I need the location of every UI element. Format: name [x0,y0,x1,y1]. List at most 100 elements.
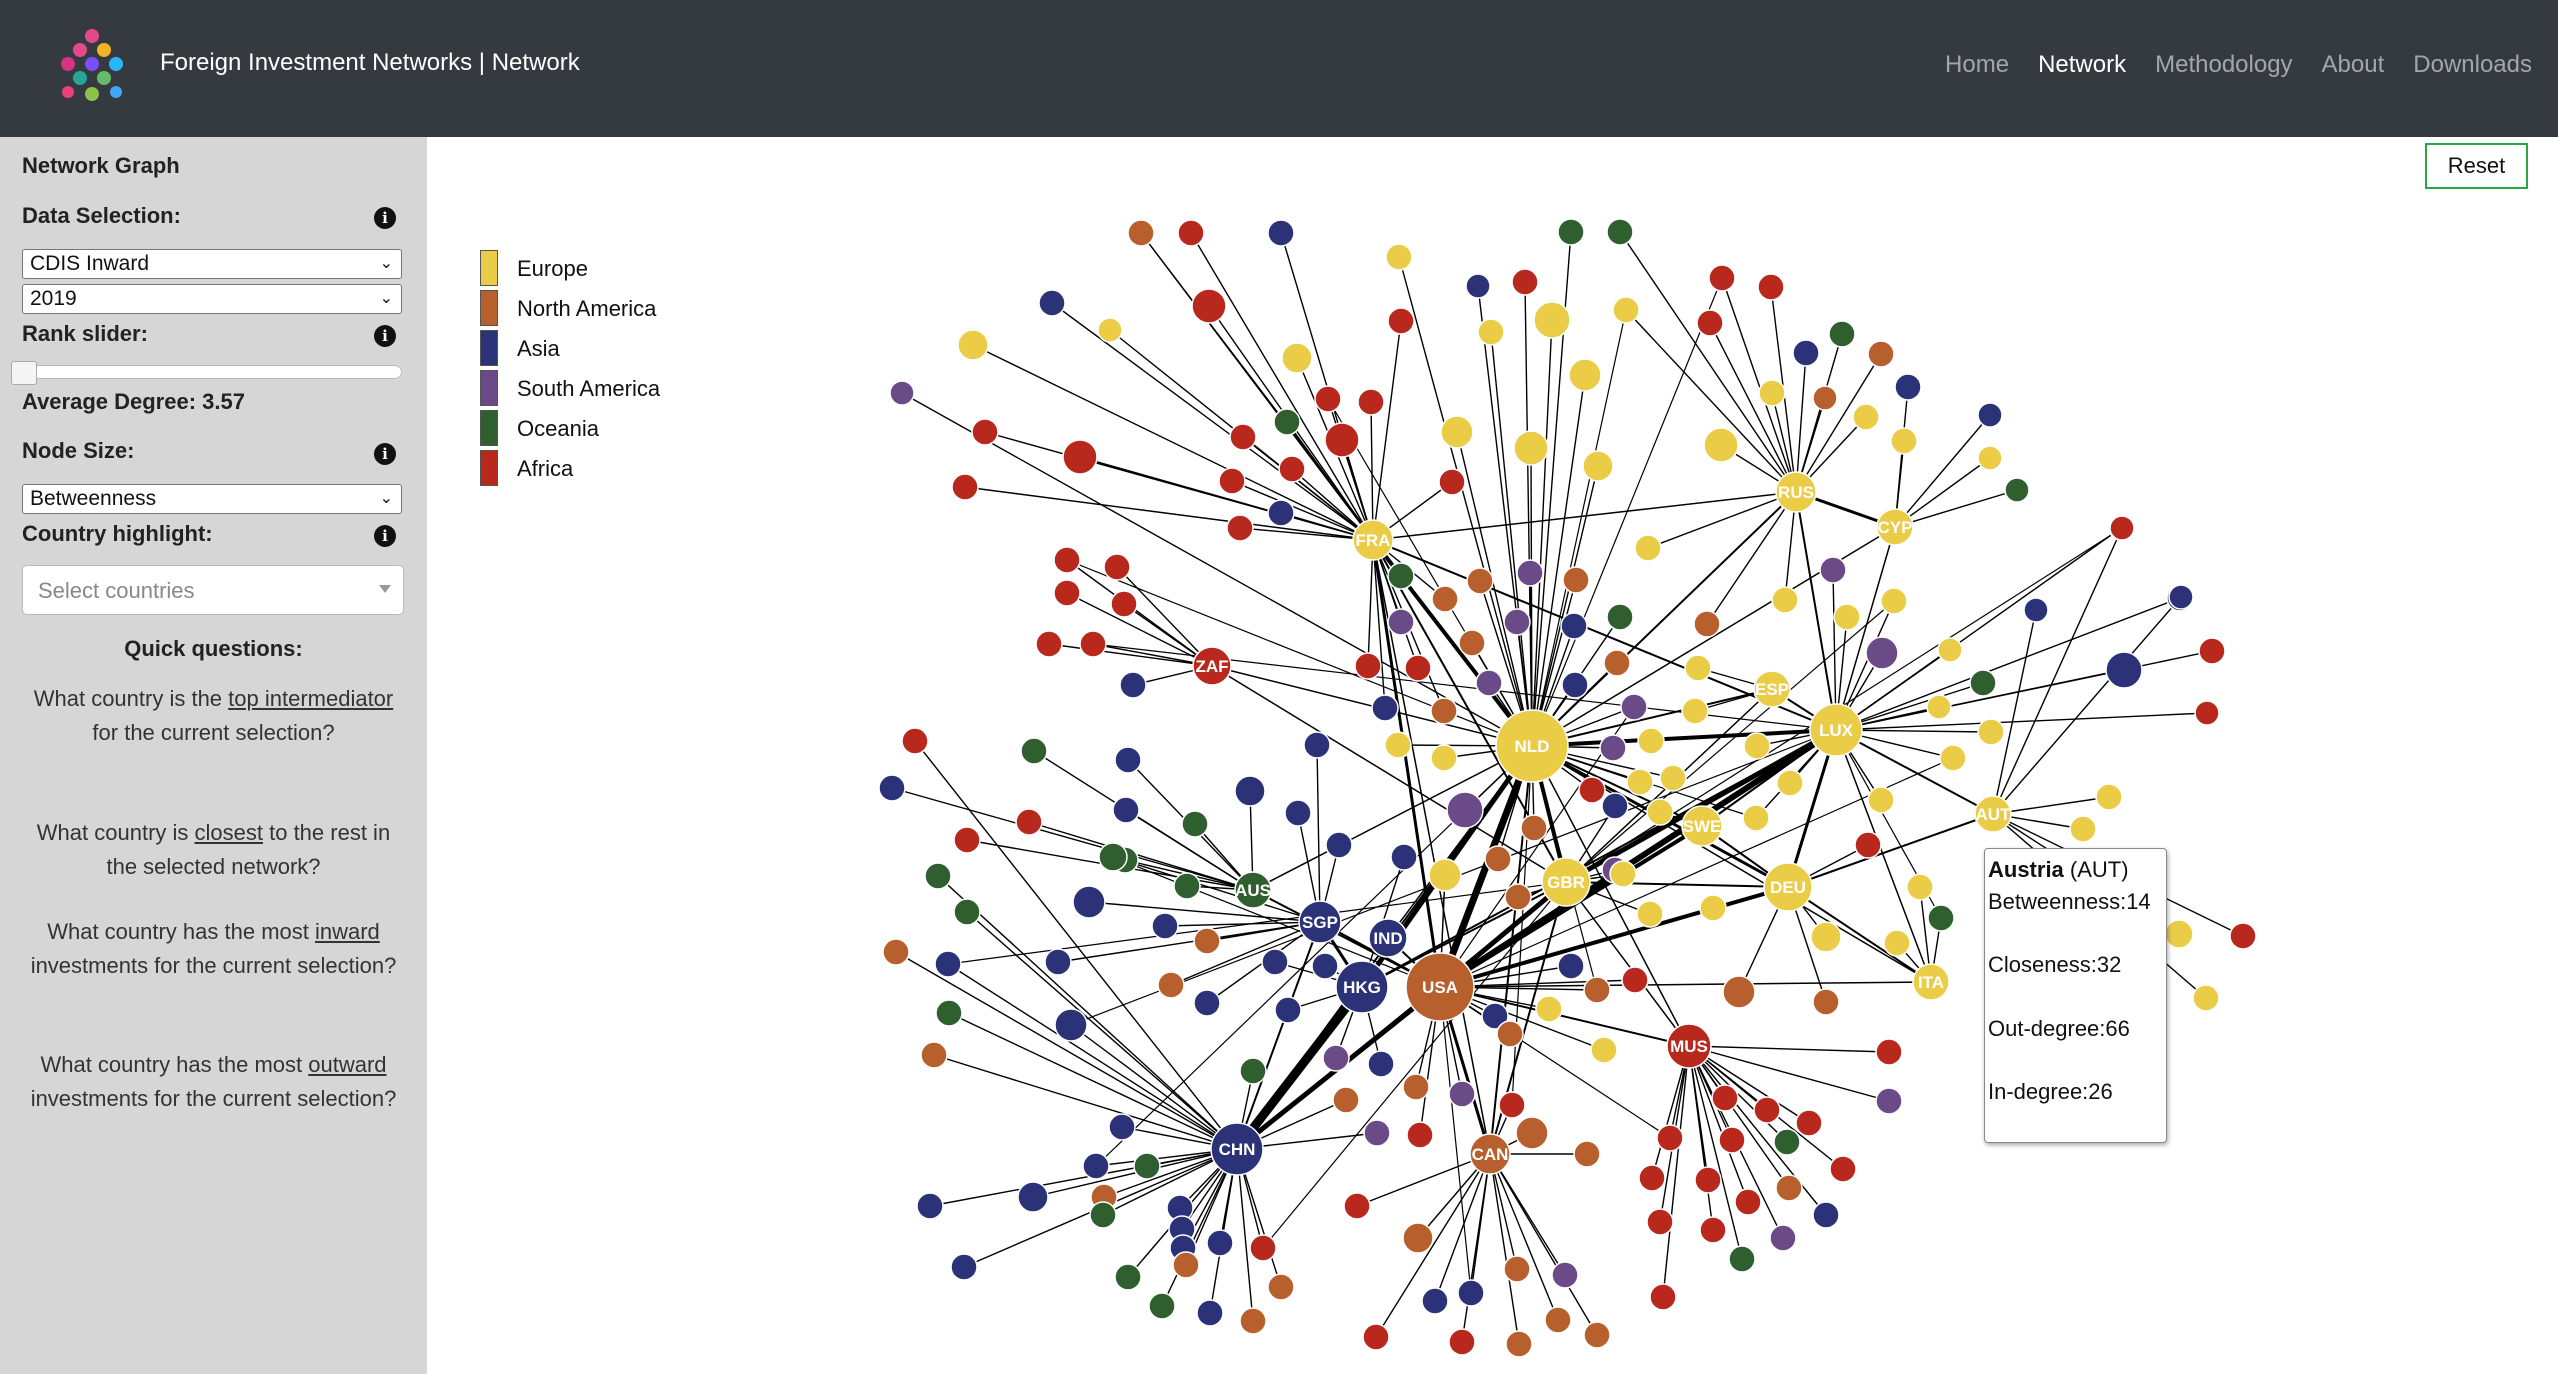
country-node[interactable] [1812,988,1840,1016]
country-node[interactable] [1795,1109,1823,1137]
hub-node-zaf[interactable] [1192,646,1232,686]
country-node[interactable] [1875,1087,1903,1115]
country-node[interactable] [2069,815,2097,843]
country-node[interactable] [1229,423,1257,451]
country-node[interactable] [1234,775,1266,807]
country-node[interactable] [1314,385,1342,413]
country-node[interactable] [1515,1116,1549,1150]
country-node[interactable] [1119,671,1147,699]
country-node[interactable] [1249,1234,1277,1262]
country-node[interactable] [2023,597,2049,623]
country-node[interactable] [1053,579,1081,607]
country-node[interactable] [1354,652,1382,680]
country-node[interactable] [1621,966,1649,994]
hub-node-ind[interactable] [1368,918,1408,958]
country-node[interactable] [1457,1279,1485,1307]
country-node[interactable] [1239,1057,1267,1085]
country-node[interactable] [1646,798,1674,826]
hub-node-can[interactable] [1469,1133,1511,1175]
country-node[interactable] [953,826,981,854]
country-node[interactable] [1852,403,1880,431]
country-node[interactable] [1511,268,1539,296]
country-node[interactable] [1371,694,1399,722]
country-node[interactable] [1620,693,1648,721]
country-node[interactable] [1561,671,1589,699]
node-size-select[interactable]: Betweenness ⌄ [22,484,402,514]
hub-node-ita[interactable] [1912,963,1950,1001]
country-node[interactable] [1173,872,1201,900]
country-node[interactable] [1612,296,1640,324]
data-selection-info-icon[interactable]: i [374,207,396,229]
country-node[interactable] [1560,612,1588,640]
country-node[interactable] [1638,1164,1666,1192]
country-node[interactable] [1773,1128,1801,1156]
country-node[interactable] [1044,948,1072,976]
country-node[interactable] [1402,1073,1430,1101]
rank-slider-info-icon[interactable]: i [374,325,396,347]
country-node[interactable] [1017,1181,1049,1213]
country-node[interactable] [1544,1306,1572,1334]
country-node[interactable] [1699,894,1727,922]
country-node[interactable] [1568,358,1602,392]
country-node[interactable] [1267,219,1295,247]
country-node[interactable] [1636,900,1664,928]
country-node[interactable] [934,950,962,978]
country-node[interactable] [2105,651,2143,689]
country-node[interactable] [1684,654,1712,682]
country-node[interactable] [1157,971,1185,999]
hub-node-sgp[interactable] [1298,900,1342,944]
country-node[interactable] [1829,1155,1857,1183]
country-node[interactable] [1097,317,1123,343]
hub-node-aus[interactable] [1234,871,1272,909]
country-node[interactable] [1854,831,1882,859]
country-node[interactable] [1430,697,1458,725]
nav-downloads[interactable]: Downloads [2413,51,2532,78]
country-node[interactable] [2168,584,2194,610]
country-node[interactable] [1927,904,1955,932]
country-node[interactable] [1977,718,2005,746]
country-node[interactable] [916,1192,944,1220]
country-node[interactable] [1038,289,1066,317]
country-node[interactable] [1557,952,1585,980]
country-node[interactable] [2004,477,2030,503]
country-node[interactable] [1387,562,1415,590]
country-node[interactable] [1496,1020,1524,1048]
country-node[interactable] [1273,408,1301,436]
country-node[interactable] [1609,860,1637,888]
node-size-info-icon[interactable]: i [374,443,396,465]
country-node[interactable] [1883,929,1911,957]
nav-about[interactable]: About [2321,51,2385,78]
country-node[interactable] [1072,885,1106,919]
country-node[interactable] [2095,783,2123,811]
country-node[interactable] [1278,455,1306,483]
app-title[interactable]: Foreign Investment Networks | Network [160,49,580,76]
country-node[interactable] [1656,1124,1684,1152]
country-node[interactable] [1098,842,1128,872]
year-select[interactable]: 2019 ⌄ [22,284,402,314]
country-node[interactable] [1516,559,1544,587]
country-node[interactable] [1708,264,1736,292]
hub-node-lux[interactable] [1809,703,1863,757]
country-node[interactable] [2164,919,2194,949]
country-node[interactable] [2109,515,2135,541]
country-node[interactable] [1484,845,1512,873]
country-node[interactable] [1646,1208,1674,1236]
country-node[interactable] [1062,439,1098,475]
country-node[interactable] [1020,737,1048,765]
country-node[interactable] [1448,1080,1476,1108]
country-node[interactable] [1939,744,1967,772]
country-node[interactable] [1649,1283,1677,1311]
country-node[interactable] [1742,804,1770,832]
country-node[interactable] [2192,984,2220,1012]
country-node[interactable] [1557,218,1585,246]
country-node[interactable] [1362,1323,1390,1351]
hub-node-swe[interactable] [1681,805,1723,847]
country-node[interactable] [1363,1119,1391,1147]
country-node[interactable] [1324,422,1360,458]
country-node[interactable] [1284,799,1312,827]
country-node[interactable] [1582,450,1614,482]
country-node[interactable] [1734,1188,1762,1216]
country-node[interactable] [971,418,999,446]
country-node[interactable] [1089,1201,1117,1229]
country-node[interactable] [1054,1008,1088,1042]
